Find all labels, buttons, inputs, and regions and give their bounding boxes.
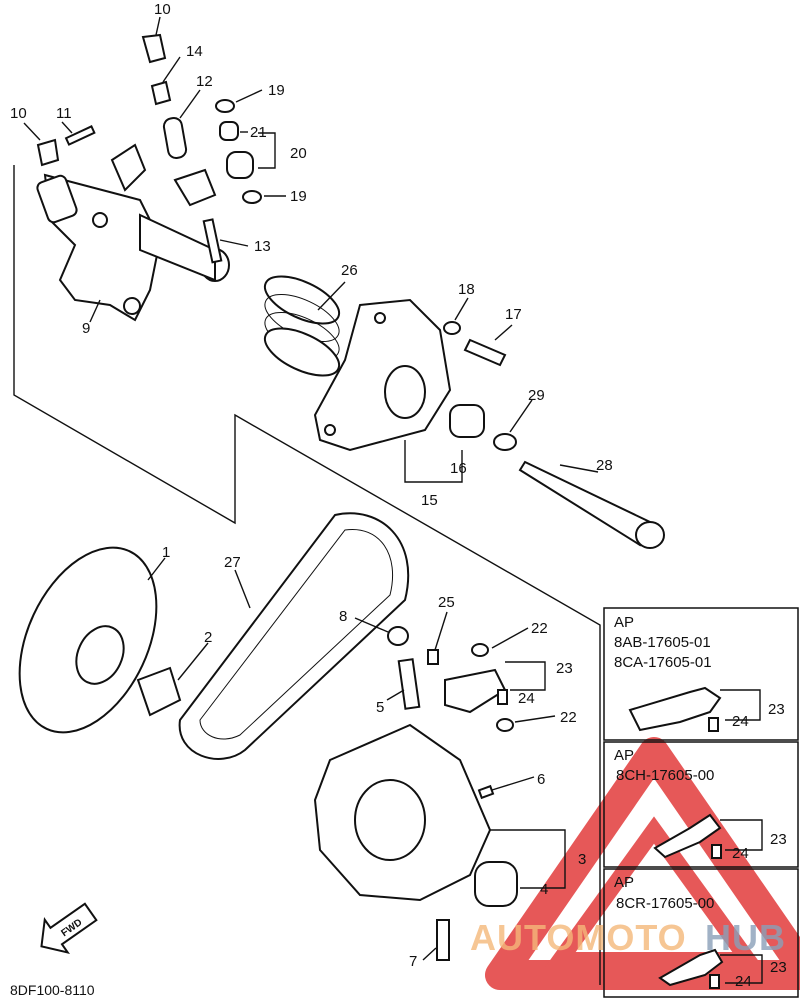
callout-28: 28 — [596, 457, 613, 474]
pin-part-6 — [477, 784, 495, 800]
callout-16: 16 — [450, 460, 467, 477]
housing-part-3 — [313, 626, 518, 961]
bushing-parts — [202, 99, 262, 264]
pin-part-12 — [162, 117, 188, 159]
diagram-code: 8DF100-8110 — [10, 982, 95, 998]
washer-part-29 — [493, 433, 517, 451]
alternate-part-box-3: AP 8CR-17605-00 23 24 — [603, 868, 799, 998]
callout-4: 4 — [540, 881, 548, 898]
watermark-inner-triangle-icon — [544, 816, 764, 968]
bolt-parts-right — [443, 321, 665, 549]
box3-pin-icon — [709, 974, 720, 989]
callout-19-top: 19 — [268, 82, 285, 99]
watermark-triangle-icon — [485, 737, 800, 990]
pin-part-11 — [64, 125, 96, 146]
callout-29: 29 — [528, 387, 545, 404]
automotohub-watermark-text: AUTOMOTO HUB — [470, 917, 786, 958]
box3-code-1: 8CR-17605-00 — [616, 895, 714, 912]
callout-1: 1 — [162, 544, 170, 561]
forward-arrow-icon: FWD — [40, 902, 98, 955]
box2-callout-23: 23 — [770, 831, 787, 848]
belt-part-27 — [178, 512, 410, 760]
callout-24: 24 — [518, 690, 535, 707]
bolt-part-28 — [518, 460, 652, 547]
callout-12: 12 — [196, 73, 213, 90]
callout-21: 21 — [250, 124, 267, 141]
callout-8: 8 — [339, 608, 347, 625]
box2-region: AP — [614, 747, 634, 764]
callout-18: 18 — [458, 281, 475, 298]
spring-part-26 — [263, 275, 341, 377]
washer-part-22-bottom — [496, 718, 514, 732]
callout-9: 9 — [82, 320, 90, 337]
callout-26: 26 — [341, 262, 358, 279]
box3-callout-24: 24 — [735, 973, 752, 990]
alternate-part-box-2: AP 8CH-17605-00 23 24 — [603, 741, 799, 868]
callout-10-left: 10 — [10, 105, 27, 122]
callout-20: 20 — [290, 145, 307, 162]
box3-callout-23: 23 — [770, 959, 787, 976]
slider-part-10-top — [141, 33, 167, 64]
box2-callout-24: 24 — [732, 845, 749, 862]
callout-13: 13 — [254, 238, 271, 255]
pin-parts — [36, 33, 188, 167]
sheave-hub-part-9 — [36, 143, 230, 322]
bolt-part-17 — [463, 338, 507, 367]
automotohub-watermark — [485, 737, 800, 990]
weight-part-8 — [387, 626, 409, 646]
callout-10-top: 10 — [154, 1, 171, 18]
slider-part-10-left — [36, 138, 60, 167]
bolt-part-7 — [436, 919, 450, 961]
assembly-outline — [13, 165, 601, 985]
box1-region: AP — [614, 614, 634, 631]
callout-7: 7 — [409, 953, 417, 970]
pin-part-25 — [427, 649, 439, 665]
box3-region: AP — [614, 874, 634, 891]
callout-2: 2 — [204, 629, 212, 646]
bushing-part-16 — [449, 404, 485, 438]
callout-5: 5 — [376, 699, 384, 716]
box2-code-1: 8CH-17605-00 — [616, 767, 714, 784]
weight-part-14 — [150, 80, 172, 106]
callout-19-bottom: 19 — [290, 188, 307, 205]
bolt-part-13 — [202, 218, 223, 264]
box2-pin-icon — [711, 844, 722, 859]
callout-numbers: 10 14 12 10 11 19 21 20 19 13 9 26 18 17… — [10, 1, 613, 970]
box1-code-1: 8AB-17605-01 — [614, 634, 711, 651]
callout-14: 14 — [186, 43, 203, 60]
box1-code-2: 8CA-17605-01 — [614, 654, 712, 671]
callout-25: 25 — [438, 594, 455, 611]
sheave-part-1 — [18, 546, 182, 734]
washer-part-18 — [443, 321, 461, 335]
bushing-part-4 — [474, 861, 518, 907]
pin-part-5 — [397, 658, 421, 710]
watermark-text-hub: HUB — [705, 917, 786, 958]
box1-callout-23: 23 — [768, 701, 785, 718]
callout-6: 6 — [537, 771, 545, 788]
callout-23: 23 — [556, 660, 573, 677]
cover-part-15 — [313, 298, 452, 452]
box1-arm-icon — [628, 686, 722, 732]
callout-22-bottom: 22 — [560, 709, 577, 726]
pin-part-24 — [497, 689, 508, 705]
box1-callout-24: 24 — [732, 713, 749, 730]
leader-lines — [23, 16, 599, 961]
callout-27: 27 — [224, 554, 241, 571]
callout-22-top: 22 — [531, 620, 548, 637]
box2-arm-icon — [653, 813, 722, 859]
callout-3: 3 — [578, 851, 586, 868]
alternate-part-box-1: AP 8AB-17605-01 8CA-17605-01 23 24 — [603, 607, 799, 741]
arm-part-23 — [444, 668, 507, 714]
collar-part-2 — [136, 666, 182, 717]
box1-pin-icon — [708, 717, 719, 732]
callout-17: 17 — [505, 306, 522, 323]
box3-arm-icon — [658, 948, 724, 987]
watermark-text-automoto: AUTOMOTO — [470, 917, 687, 958]
callout-11: 11 — [56, 105, 72, 122]
washer-part-22-top — [471, 643, 489, 657]
callout-15: 15 — [421, 492, 438, 509]
